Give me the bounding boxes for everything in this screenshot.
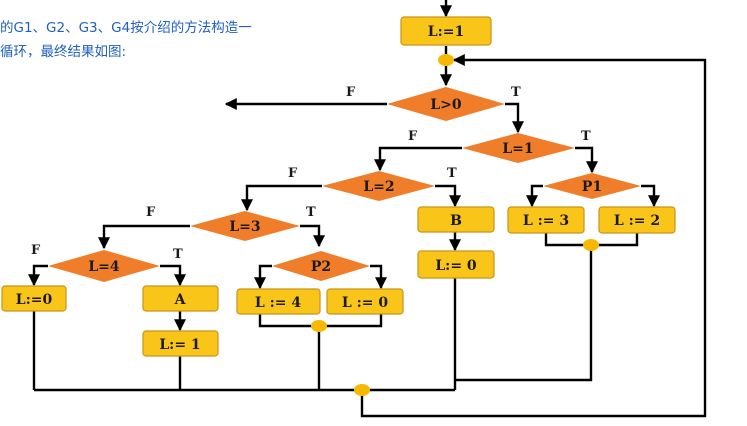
- bottom-junction-dot: [354, 384, 370, 396]
- box-a-label: A: [174, 292, 187, 308]
- box-l-assign-3: L := 3: [507, 206, 585, 234]
- box-l-assign-2-label: L := 2: [614, 213, 660, 229]
- junctions: [311, 54, 599, 396]
- l3-false-line: [98, 224, 190, 250]
- decision-l-eq-1: L=1: [462, 133, 575, 163]
- decision-l-gt-0: L>0: [387, 87, 505, 121]
- flag-l1-true: T: [581, 129, 591, 144]
- boxes: L:=1 L := 3 L := 2 B L:= 0 L := 4: [1, 16, 676, 357]
- decision-l-eq-4-label: L=4: [88, 259, 120, 275]
- box-p2-l-0: L := 0: [326, 288, 404, 315]
- flag-gt0-true: T: [511, 85, 521, 100]
- decision-l-eq-2: L=2: [322, 171, 435, 201]
- p2-right-line: [370, 264, 387, 290]
- l3-true-line: [300, 224, 325, 248]
- box-p2-l-4-label: L := 4: [255, 295, 301, 311]
- intro-line-2: 循环，最终结果如图:: [0, 44, 127, 60]
- gt0-true-line: [505, 102, 524, 134]
- loop-back-line: [360, 54, 707, 418]
- flag-gt0-false: F: [346, 85, 356, 100]
- box-b-l-0: L:= 0: [417, 250, 495, 279]
- l4-true-line: [160, 264, 186, 287]
- box-l-assign-2: L := 2: [598, 206, 676, 234]
- branch-labels: F T F T F T F T F T: [31, 85, 591, 262]
- flag-l1-false: F: [408, 129, 418, 144]
- flag-l2-true: T: [447, 166, 457, 181]
- intro-line-1: 的G1、G2、G3、G4按介绍的方法构造一: [0, 20, 252, 36]
- p1-return-line: [455, 245, 593, 382]
- box-b-label: B: [450, 213, 462, 229]
- flag-l3-true: T: [306, 205, 316, 220]
- p2-junction-dot: [311, 320, 327, 332]
- intro-text: 的G1、G2、G3、G4按介绍的方法构造一 循环，最终结果如图:: [0, 16, 340, 64]
- loop-junction-dot: [438, 54, 454, 66]
- decision-p1-label: P1: [582, 179, 602, 195]
- decision-l-eq-1-label: L=1: [502, 141, 533, 157]
- box-a-l-1-label: L:= 1: [159, 337, 200, 353]
- decisions: L>0 L=1 P1 L=2 L=3 P2: [48, 87, 641, 282]
- box-a: A: [142, 285, 219, 312]
- decision-l-eq-3-label: L=3: [229, 219, 260, 235]
- box-l-assign-3-label: L := 3: [523, 213, 569, 229]
- decision-l-eq-4: L=4: [48, 250, 160, 282]
- box-p2-l-0-label: L := 0: [342, 295, 388, 311]
- box-p2-l-4: L := 4: [236, 288, 321, 315]
- decision-l-gt-0-label: L>0: [430, 97, 462, 113]
- decision-p2-label: P2: [311, 259, 331, 275]
- box-a-l-1: L:= 1: [142, 330, 219, 357]
- l2-false-line: [241, 184, 322, 212]
- p1-left-line: [526, 184, 543, 208]
- l4-false-line: [28, 264, 48, 287]
- l2-true-line: [435, 184, 461, 208]
- flag-l2-false: F: [288, 166, 298, 181]
- l1-false-line: [374, 146, 462, 172]
- box-b-l-0-label: L:= 0: [435, 258, 477, 274]
- box-l4-false-label: L:=0: [16, 292, 53, 308]
- flag-l3-false: F: [146, 205, 156, 220]
- box-l4-false: L:=0: [1, 285, 67, 312]
- box-b: B: [417, 206, 495, 233]
- flag-l4-false: F: [31, 243, 41, 258]
- decision-l-eq-2-label: L=2: [363, 179, 394, 195]
- p2-left-line: [254, 264, 272, 290]
- flag-l4-true: T: [173, 247, 183, 262]
- decision-p2: P2: [272, 251, 370, 281]
- decision-p1: P1: [543, 173, 641, 199]
- p1-junction-dot: [583, 239, 599, 251]
- l1-true-line: [575, 146, 598, 174]
- decision-l-eq-3: L=3: [190, 211, 300, 241]
- p1-right-line: [641, 184, 660, 208]
- box-init: L:=1: [400, 16, 492, 46]
- box-init-label: L:=1: [428, 24, 464, 40]
